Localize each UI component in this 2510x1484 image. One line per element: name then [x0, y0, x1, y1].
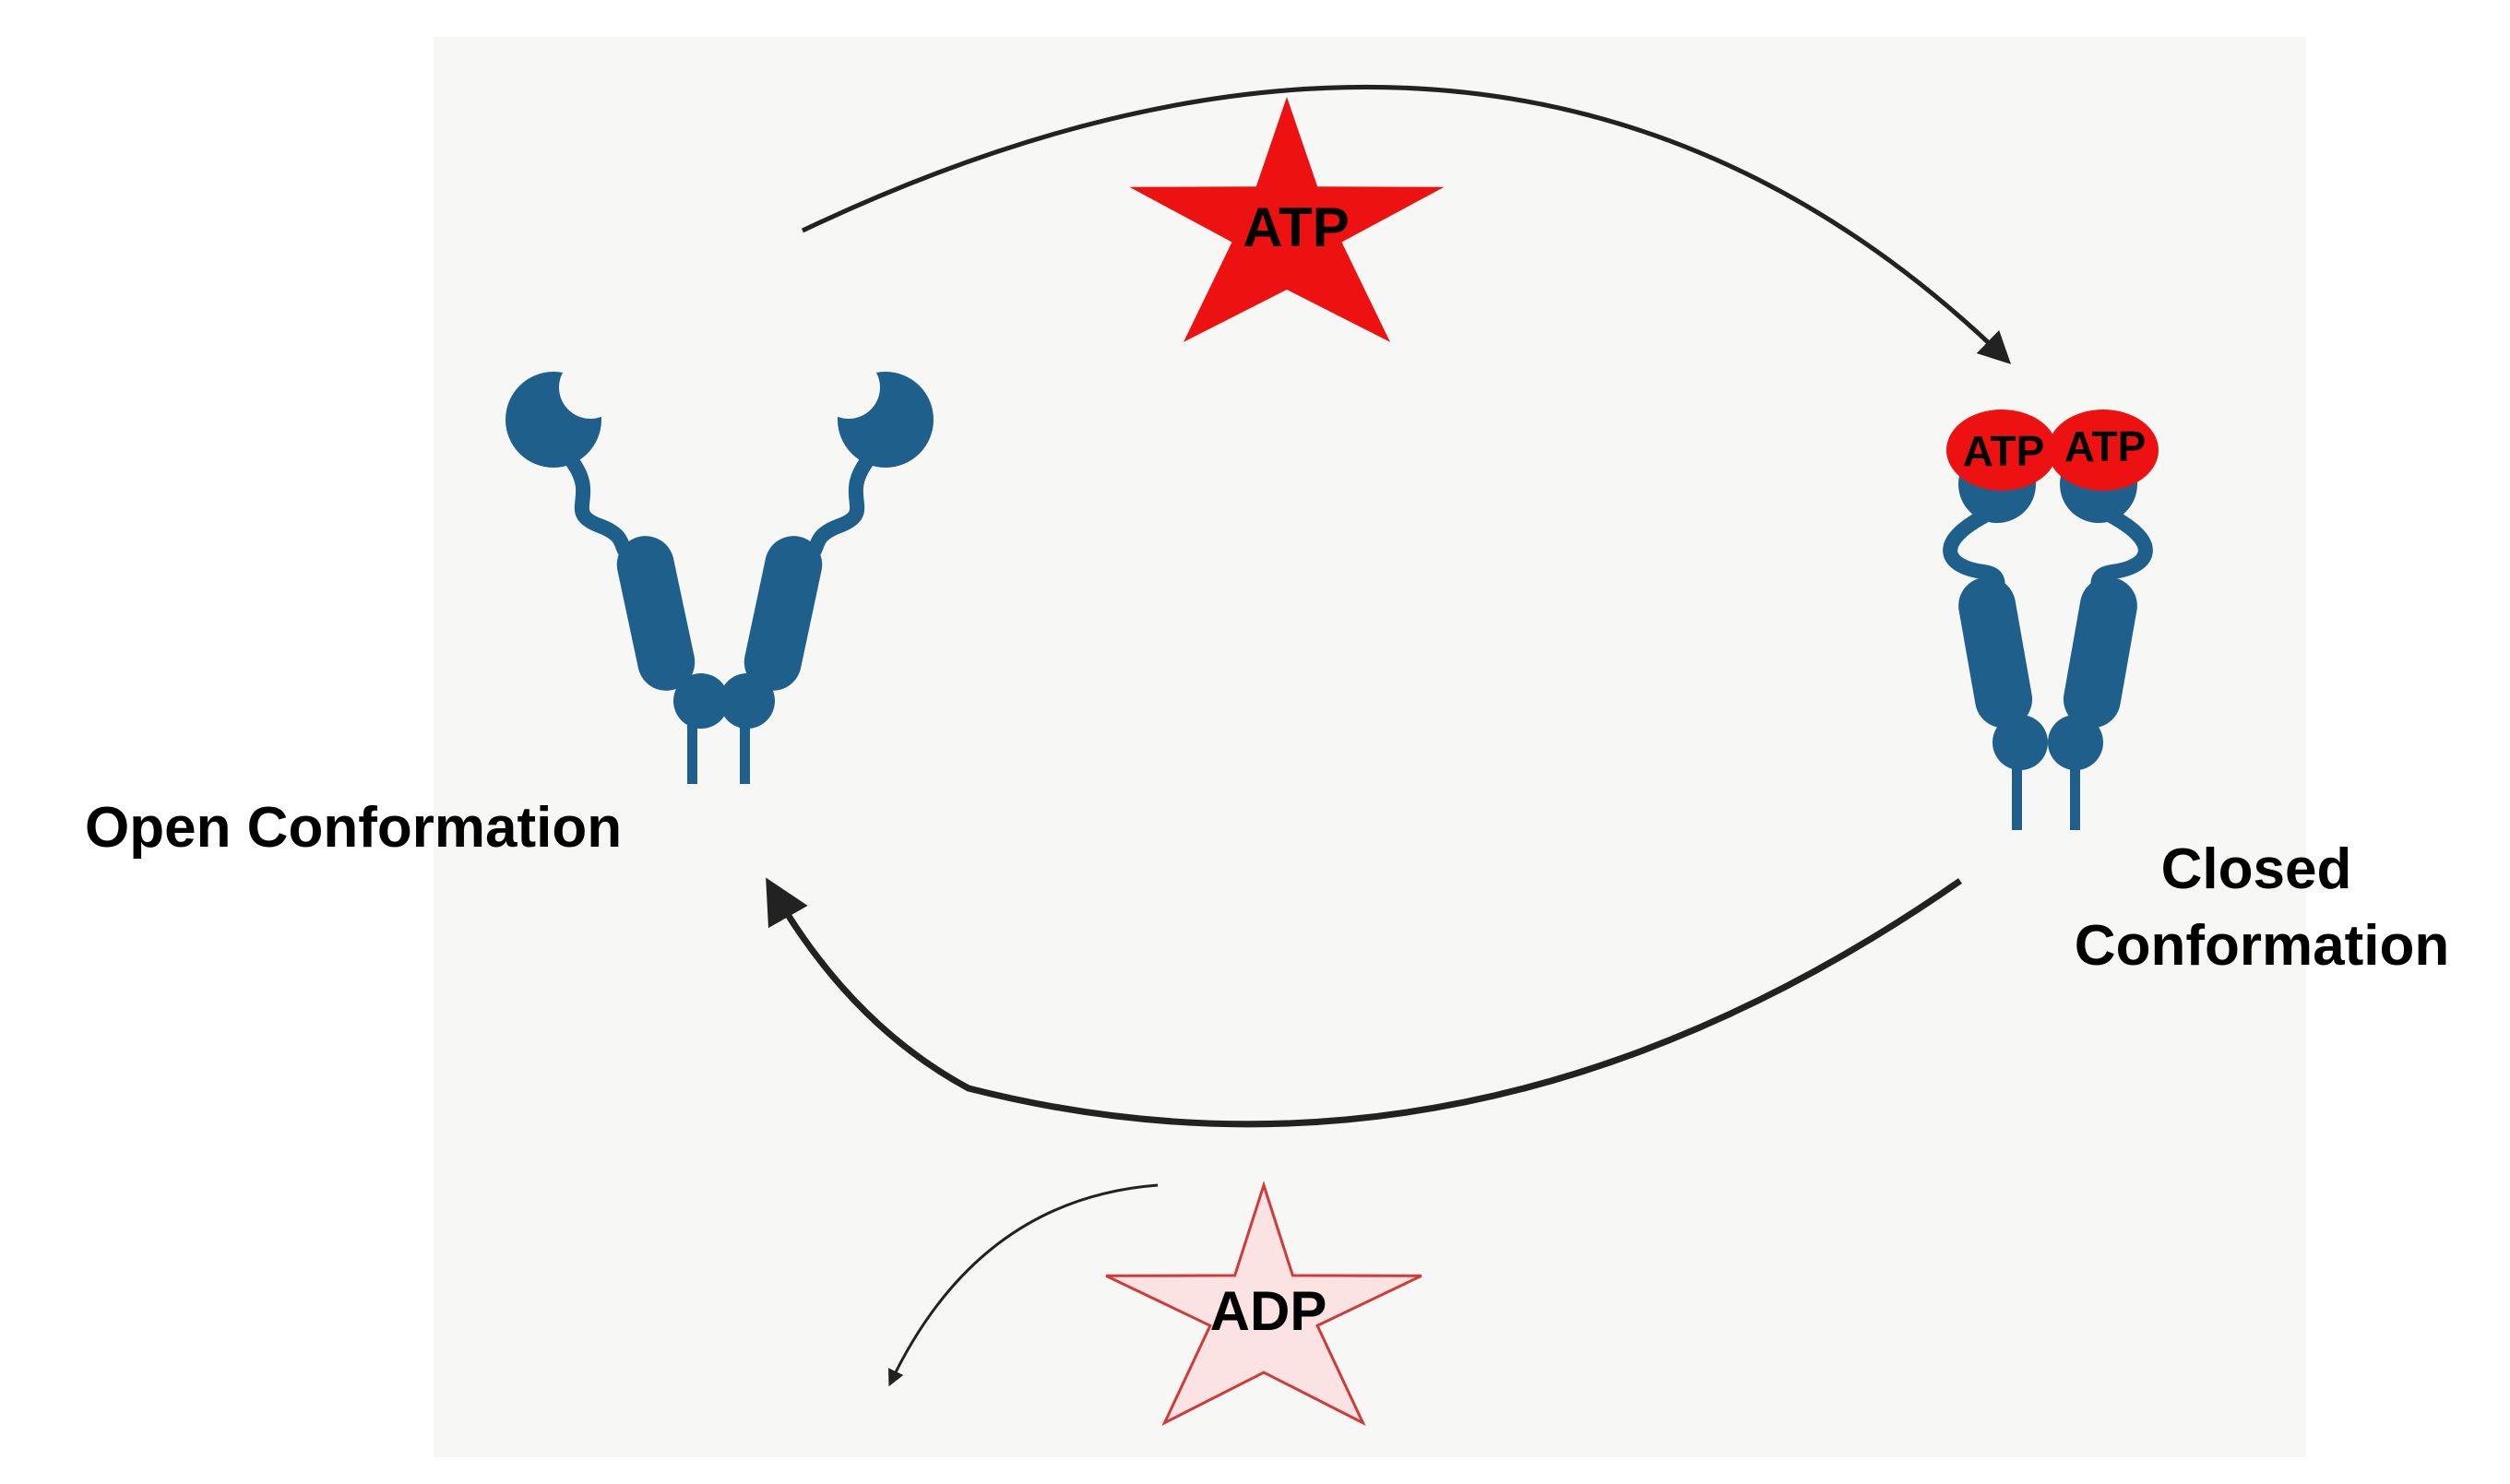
closed-conformation-label-line2: Conformation [2075, 914, 2449, 978]
open-conformation-protein [506, 356, 934, 784]
atp-star-icon [1129, 97, 1445, 342]
arrow-to-open [766, 877, 1962, 1128]
closed-conformation-label-line1: Closed [2161, 837, 2352, 901]
bound-atp-right: ATP [2048, 410, 2159, 491]
open-protein-right-arm [720, 356, 934, 784]
bound-atp-right-icon [2048, 410, 2159, 491]
bound-atp-left-label: ATP [1963, 427, 2045, 475]
open-protein-left-arm [506, 356, 729, 784]
atp-star-label: ATP [1243, 196, 1350, 258]
closed-conformation-protein: ATP ATP [1943, 410, 2159, 830]
bound-atp-left: ATP [1946, 410, 2057, 491]
bound-atp-right-label: ATP [2064, 422, 2147, 470]
arrow-to-closed [801, 85, 2012, 364]
open-conformation-label: Open Conformation [85, 796, 622, 860]
adp-star-label: ADP [1210, 1280, 1327, 1342]
atp-star: ATP [1129, 97, 1445, 342]
adp-star-icon [1105, 1181, 1422, 1427]
bound-atp-left-icon [1946, 410, 2057, 491]
adp-star: ADP [1105, 1181, 1422, 1427]
adp-release-arrow [888, 1183, 1159, 1387]
